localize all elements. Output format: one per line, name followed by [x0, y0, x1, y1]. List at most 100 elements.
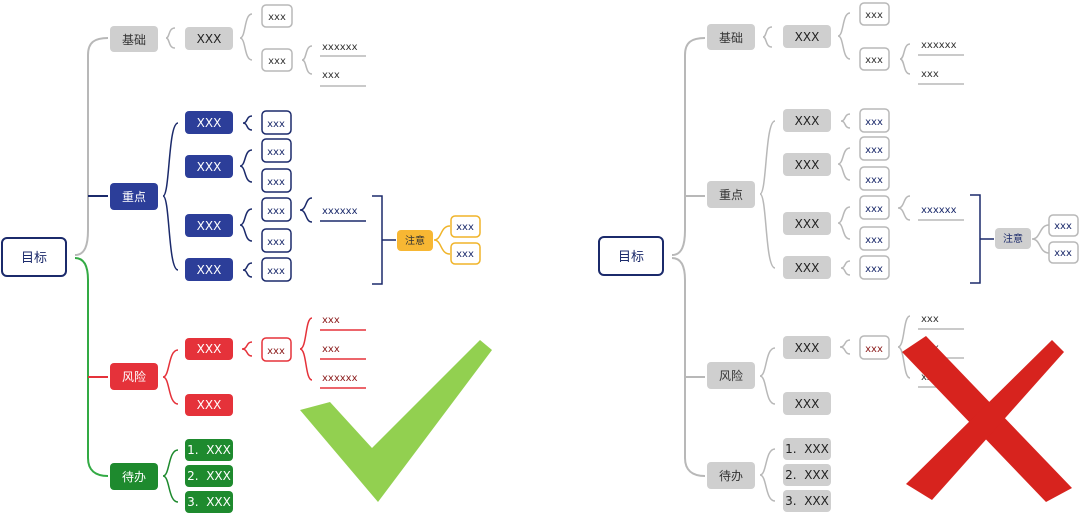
- right-focus-item1: [783, 109, 831, 132]
- left-focus-leaf1: [261, 110, 292, 135]
- left-focus-item2: [185, 155, 233, 178]
- left-attention-node: [397, 230, 433, 251]
- cross-stroke-2: [906, 340, 1064, 500]
- left-risk-item1-label: XXX: [197, 342, 222, 356]
- left-risk-brace: [162, 349, 179, 405]
- left-risk-node: [110, 363, 158, 390]
- left-attention-item2-label: xxx: [456, 249, 474, 260]
- left-basics-child-node: [185, 27, 233, 50]
- right-basics-note-brace: [899, 43, 911, 75]
- left-focus-leaf6: [261, 257, 292, 282]
- left-focus-item3-label: XXX: [197, 219, 222, 233]
- right-focus-item2-brace: [837, 147, 851, 181]
- right-focus-item4-connector: [840, 260, 851, 276]
- left-focus-item1-label: XXX: [197, 116, 222, 130]
- right-focus-brace: [759, 120, 776, 269]
- left-focus-leaf4: [261, 197, 292, 222]
- right-risk-node: [707, 362, 755, 389]
- right-focus-item3-brace: [837, 206, 851, 240]
- right-basics-child-node: [783, 25, 831, 48]
- right-todo-label: 待办: [719, 468, 743, 483]
- right-focus-leaf6-label: xxx: [865, 264, 883, 275]
- right-focus-leaf2-label: xxx: [865, 145, 883, 156]
- left-focus-node: [110, 183, 158, 210]
- left-root-label: 目标: [21, 251, 47, 266]
- right-risk-note-brace: [897, 315, 911, 379]
- right-trunk-top: [671, 37, 706, 256]
- left-risk-leaf-label: xxx: [267, 346, 285, 357]
- right-todo-node: [707, 462, 755, 489]
- right-todo-item2-label: 2. XXX: [785, 468, 829, 482]
- right-focus-leaf1: [859, 108, 890, 133]
- right-attention-bracket: [970, 194, 994, 284]
- right-basics-leaf1-label: xxx: [865, 10, 883, 21]
- left-basics-note-brace: [301, 45, 313, 75]
- left-focus-item2-brace: [239, 149, 253, 183]
- left-focus-item4-connector: [242, 262, 253, 278]
- left-focus-leaf2: [261, 138, 292, 163]
- left-basics-leaf1: [261, 4, 293, 28]
- right-attention-label: 注意: [1003, 232, 1023, 245]
- left-focus-item4: [185, 258, 233, 281]
- right-todo-item1-label: 1. XXX: [785, 442, 829, 456]
- right-focus-leaf3: [859, 166, 890, 191]
- left-todo-item1-label: 1. XXX: [187, 443, 231, 457]
- left-focus-item3-brace: [239, 208, 253, 242]
- right-todo-item2: [783, 464, 831, 486]
- left-basics-leaf2: [261, 48, 293, 72]
- right-attention-item1: [1048, 214, 1079, 237]
- left-attention-item2: [450, 242, 481, 265]
- right-basics-leaf2: [859, 47, 890, 71]
- left-attention-item1: [450, 215, 481, 238]
- left-todo-item2-label: 2. XXX: [187, 469, 231, 483]
- right-attention-item1-label: xxx: [1054, 221, 1072, 232]
- right-focus-note-brace: [897, 195, 911, 221]
- left-attention-fork: [433, 225, 451, 255]
- right-focus-node: [707, 181, 755, 208]
- left-basics-brace: [165, 27, 176, 49]
- left-todo-item1: [185, 439, 233, 461]
- left-risk-item2: [185, 394, 233, 416]
- right-basics-leaf1: [859, 2, 890, 26]
- left-basics-child-label: XXX: [197, 32, 222, 46]
- right-basics-leaf2-label: xxx: [865, 55, 883, 66]
- left-focus-leaf5-label: xxx: [267, 237, 285, 248]
- right-trunk-bottom: [671, 257, 706, 477]
- right-risk-leaf: [859, 335, 890, 360]
- left-todo-item3: [185, 491, 233, 513]
- right-focus-item2: [783, 153, 831, 176]
- left-focus-leaf3-label: xxx: [267, 177, 285, 188]
- right-focus-leaf3-label: xxx: [865, 175, 883, 186]
- right-focus-item3-label: XXX: [795, 217, 820, 231]
- right-risk-item1: [783, 336, 831, 359]
- right-focus-leaf2: [859, 136, 890, 161]
- right-focus-item1-label: XXX: [795, 114, 820, 128]
- right-todo-item3: [783, 490, 831, 512]
- left-root-node: [1, 237, 67, 277]
- right-risk-item2-label: XXX: [795, 397, 820, 411]
- right-risk-label: 风险: [719, 368, 743, 383]
- right-basics-node: [707, 24, 755, 50]
- left-risk-item1-connector: [241, 341, 253, 357]
- left-todo-item2: [185, 465, 233, 487]
- left-risk-note1: xxx: [322, 315, 340, 326]
- left-focus-label: 重点: [122, 190, 146, 204]
- left-focus-brace: [162, 122, 179, 271]
- left-risk-note3: xxxxxx: [322, 373, 358, 384]
- right-risk-item1-connector: [839, 339, 851, 355]
- left-todo-brace: [162, 449, 179, 503]
- right-todo-item3-label: 3. XXX: [785, 494, 829, 508]
- left-todo-node: [110, 463, 158, 490]
- right-focus-leaf4-label: xxx: [865, 204, 883, 215]
- left-risk-note-brace: [299, 317, 313, 381]
- left-attention-bracket: [372, 195, 396, 285]
- right-focus-leaf5-label: xxx: [865, 235, 883, 246]
- right-risk-item1-label: XXX: [795, 341, 820, 355]
- right-todo-item1: [783, 438, 831, 460]
- right-focus-leaf4: [859, 195, 890, 220]
- left-mindmap: 目标 基础 XXX xxx xxx xxxxxx xxx 重点 XXX XXX …: [1, 4, 481, 513]
- right-todo-brace: [759, 448, 776, 502]
- right-focus-leaf6: [859, 255, 890, 280]
